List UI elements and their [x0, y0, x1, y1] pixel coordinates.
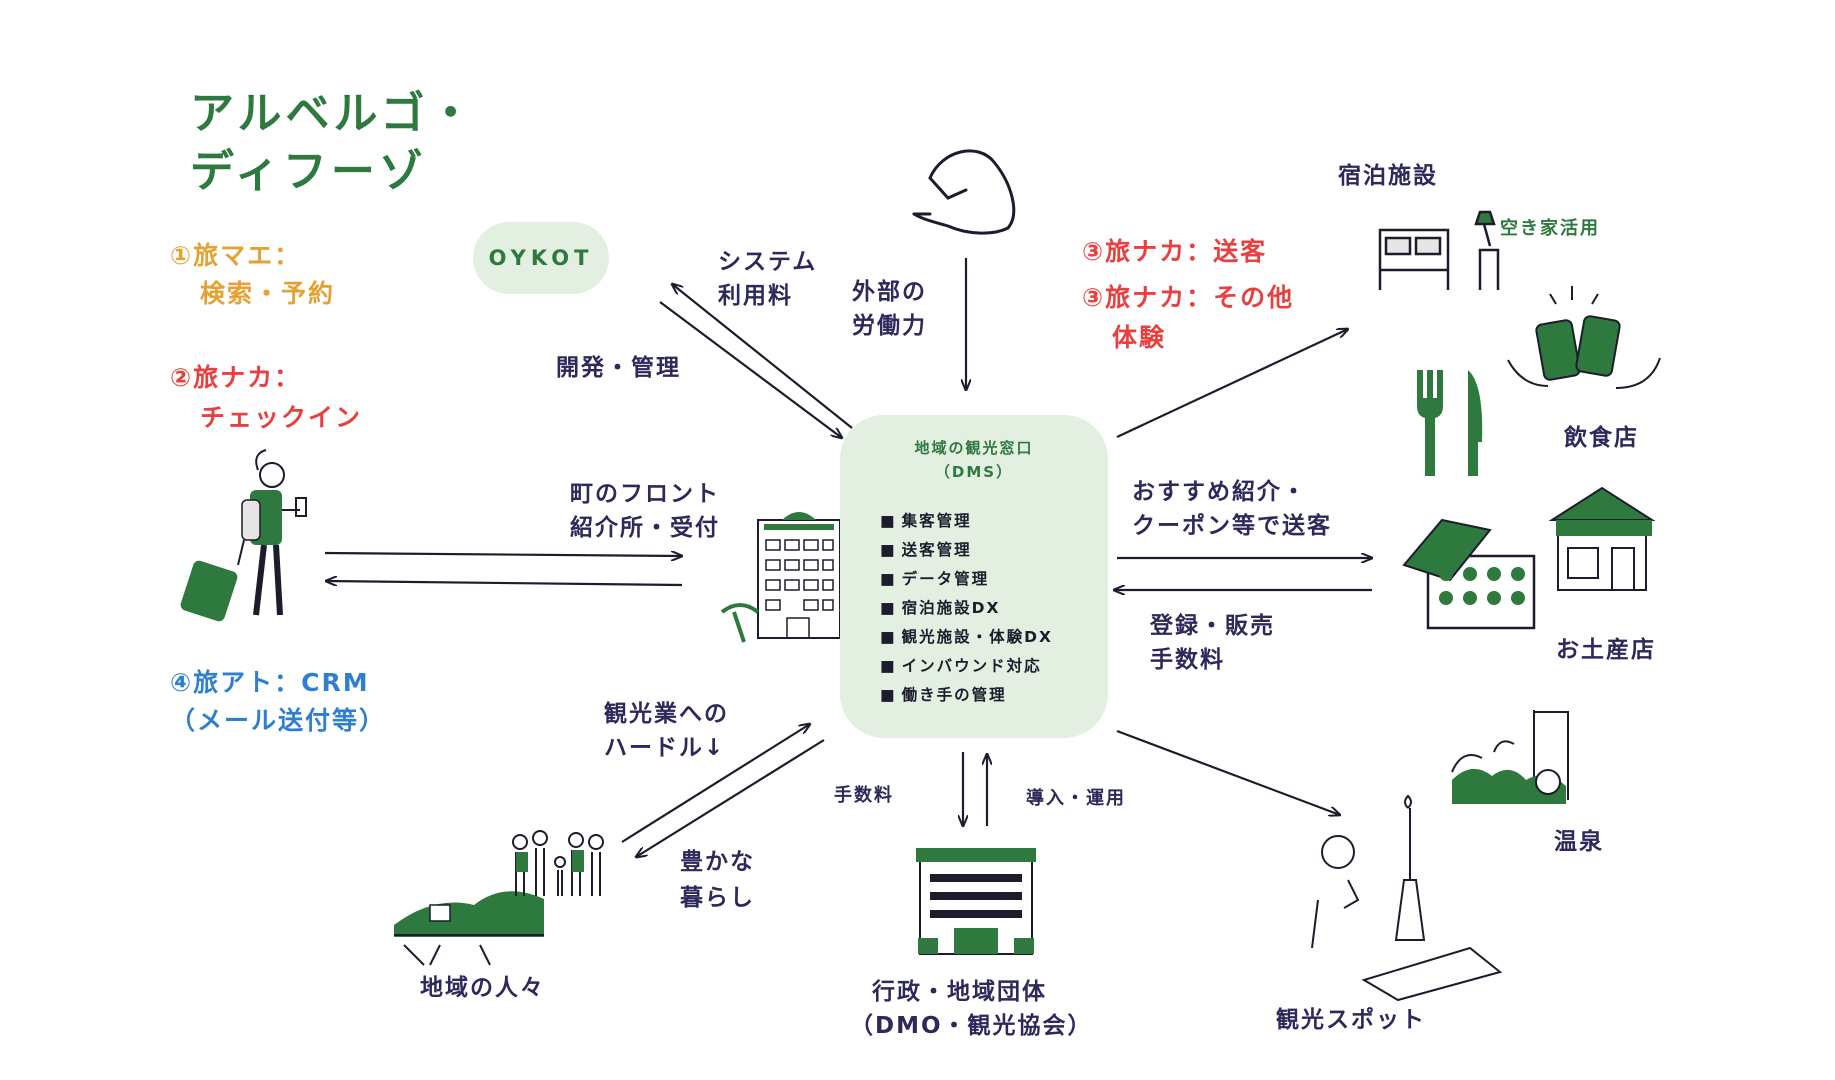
- souvenir-box-icon: [1402, 518, 1536, 630]
- label-registration-fee-1: 登録・販売: [1150, 613, 1275, 639]
- dms-feature-list: 集客管理 送客管理 データ管理 宿泊施設DX 観光施設・体験DX インバウンド対…: [880, 507, 1053, 710]
- dms-item: 集客管理: [880, 507, 1053, 536]
- label-external-labor-2: 労働力: [852, 313, 927, 339]
- label-registration-fee-2: 手数料: [1150, 647, 1225, 673]
- label-hurdle-2: ハードル↓: [604, 735, 726, 761]
- label-rich-life-2: 暮らし: [680, 885, 755, 911]
- dms-item: インバウンド対応: [880, 652, 1053, 681]
- dms-item: 宿泊施設DX: [880, 594, 1053, 623]
- place-restaurant: 飲食店: [1564, 425, 1639, 451]
- dms-item: 送客管理: [880, 536, 1053, 565]
- place-lodging: 宿泊施設: [1338, 163, 1438, 189]
- arrow-dms-to-lodging: [1116, 329, 1348, 438]
- label-town-front-1: 町のフロント: [570, 481, 720, 507]
- place-onsen: 温泉: [1554, 829, 1604, 855]
- arrow-front-to-traveler: [326, 581, 683, 585]
- label-system-fee-1: システム: [718, 249, 818, 275]
- page-title-line1: アルベルゴ・: [190, 88, 477, 139]
- place-vacant-house: 空き家活用: [1500, 218, 1600, 239]
- phase-ato-line2: （メール送付等）: [170, 706, 387, 735]
- dms-title: 地域の観光窓口: [914, 439, 1034, 457]
- dms-item: データ管理: [880, 565, 1053, 594]
- arrow-dms-to-spot: [1116, 729, 1340, 815]
- place-souvenir: お土産店: [1556, 637, 1656, 663]
- onsen-icon: [1451, 710, 1569, 804]
- dms-item: 働き手の管理: [880, 681, 1053, 710]
- arrow-people-to-dms: [621, 724, 810, 843]
- label-hurdle-1: 観光業への: [604, 701, 729, 727]
- traveler-icon: [180, 449, 307, 622]
- shop-icon: [1548, 486, 1656, 591]
- place-residents: 地域の人々: [420, 975, 545, 1001]
- label-rich-life-1: 豊かな: [680, 849, 755, 875]
- place-government-1: 行政・地域団体: [872, 979, 1047, 1005]
- beer-mugs-icon: [1507, 286, 1661, 389]
- label-introduce: 導入・運用: [1026, 788, 1126, 809]
- place-government-2: （DMO・観光協会）: [850, 1013, 1093, 1039]
- dms-item: 観光施設・体験DX: [880, 623, 1053, 652]
- label-recommend-2: クーポン等で送客: [1132, 513, 1332, 539]
- page-title-line2: ディフーゾ: [190, 146, 427, 197]
- flexed-arm-icon: [912, 149, 1016, 235]
- temple-bell-icon: [1311, 794, 1503, 1002]
- phase-checkin-line2: チェックイン: [200, 403, 363, 432]
- arrow-dms-to-people: [636, 739, 825, 857]
- phase-ato-line1: ④旅アト：CRM: [170, 668, 370, 697]
- government-building-icon: [916, 848, 1036, 955]
- phase-mae-line2: 検索・予約: [200, 279, 336, 308]
- label-recommend-1: おすすめ紹介・: [1132, 479, 1307, 505]
- phase-soukyaku: ③旅ナカ：送客: [1082, 237, 1268, 266]
- arrow-traveler-to-front: [324, 553, 682, 556]
- phase-mae-line1: ①旅マエ：: [170, 241, 302, 270]
- village-people-icon: [394, 830, 604, 966]
- dms-box: 地域の観光窓口 （DMS） 集客管理 送客管理 データ管理 宿泊施設DX 観光施…: [840, 415, 1108, 738]
- phase-other-line1: ③旅ナカ：その他: [1082, 283, 1295, 312]
- bed-icon: [1378, 210, 1500, 290]
- phase-other-line2: 体験: [1112, 323, 1167, 352]
- label-system-fee-2: 利用料: [718, 283, 793, 309]
- phase-checkin-line1: ②旅ナカ：: [170, 363, 302, 392]
- label-external-labor-1: 外部の: [852, 279, 927, 305]
- arrow-oykot-to-dms: [659, 301, 842, 438]
- label-dev-manage: 開発・管理: [556, 355, 681, 381]
- fork-knife-icon: [1417, 370, 1483, 476]
- label-town-front-2: 紹介所・受付: [570, 515, 720, 541]
- place-spot: 観光スポット: [1276, 1007, 1426, 1033]
- label-commission: 手数料: [834, 785, 894, 806]
- arrow-dms-to-oykot: [672, 284, 853, 429]
- oykot-badge: OYKOT: [473, 222, 609, 294]
- dms-subtitle: （DMS）: [934, 463, 1014, 481]
